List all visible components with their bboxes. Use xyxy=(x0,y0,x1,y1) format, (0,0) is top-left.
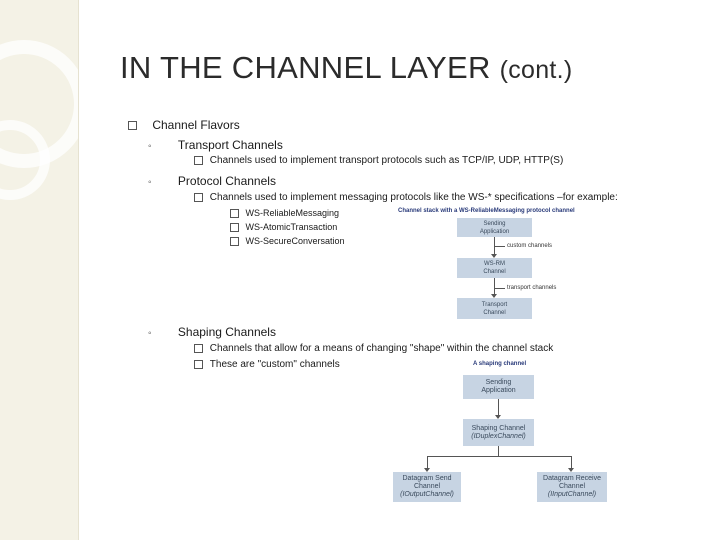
bullet-protocol-desc: Channels used to implement messaging pro… xyxy=(194,192,618,203)
figure2-arrow xyxy=(571,456,572,470)
bullet-label: These are "custom" channels xyxy=(209,359,340,370)
bullet-label: Shaping Channels xyxy=(177,325,276,339)
figure1-note-line xyxy=(495,246,505,247)
dot-bullet-icon: ◦ xyxy=(148,177,152,188)
box-label: (IOutputChannel) xyxy=(400,491,454,498)
bullet-label: WS-SecureConversation xyxy=(245,236,345,246)
figure2-box-shaping: Shaping Channel (IDuplexChannel) xyxy=(463,419,534,446)
list-item: WS-ReliableMessaging xyxy=(230,208,340,219)
bullet-shaping-channels: ◦ Shaping Channels xyxy=(148,325,276,339)
figure1-box-wsrm: WS-RM Channel xyxy=(457,258,532,278)
checkbox-bullet-icon xyxy=(194,155,203,165)
box-label: (IDuplexChannel) xyxy=(471,432,526,440)
arrow-head-icon xyxy=(568,468,574,472)
figure1-note1: custom channels xyxy=(507,243,553,249)
decorative-sidebar xyxy=(0,0,79,540)
box-label: Datagram Receive xyxy=(543,475,601,482)
box-label: Transport Channel xyxy=(481,301,508,316)
arrow-head-icon xyxy=(424,468,430,472)
checkbox-bullet-icon xyxy=(230,223,239,233)
dot-bullet-icon: ◦ xyxy=(148,141,152,152)
bullet-shaping-desc2: These are "custom" channels xyxy=(194,359,340,370)
figure1-note2: transport channels xyxy=(507,285,557,291)
figure2-arrow xyxy=(498,399,499,418)
bullet-transport-desc: Channels used to implement transport pro… xyxy=(194,155,563,166)
title-cont: (cont.) xyxy=(499,56,573,84)
title-main: IN THE CHANNEL LAYER xyxy=(120,50,491,85)
figure2-caption: A shaping channel xyxy=(473,361,527,367)
dot-bullet-icon: ◦ xyxy=(148,328,152,339)
bullet-label: Channels used to implement transport pro… xyxy=(209,155,564,166)
box-label: Channel xyxy=(413,483,441,490)
figure1-arrow xyxy=(494,278,495,297)
checkbox-bullet-icon xyxy=(194,343,203,353)
decorative-ring xyxy=(0,120,50,200)
bullet-label: Channels used to implement messaging pro… xyxy=(209,192,618,203)
figure2-arrow xyxy=(498,446,499,456)
box-label: WS-RM Channel xyxy=(483,261,506,275)
checkbox-bullet-icon xyxy=(194,359,203,369)
figure1-arrow xyxy=(494,237,495,257)
bullet-label: WS-ReliableMessaging xyxy=(245,208,340,218)
bullet-protocol-channels: ◦ Protocol Channels xyxy=(148,174,276,188)
bullet-label: Transport Channels xyxy=(177,138,283,152)
box-label: Datagram Send xyxy=(402,475,452,482)
arrow-head-icon xyxy=(491,294,497,298)
arrow-head-icon xyxy=(495,415,501,419)
figure1-note-line xyxy=(495,288,505,289)
box-label: Shaping Channel xyxy=(471,424,526,432)
figure2-branch-line xyxy=(427,456,572,457)
checkbox-bullet-icon xyxy=(128,121,137,131)
bullet-transport-channels: ◦ Transport Channels xyxy=(148,138,283,152)
box-label: Channel xyxy=(558,483,586,490)
bullet-label: Protocol Channels xyxy=(177,174,276,188)
figure1-box-sending-app: Sending Application xyxy=(457,218,532,237)
bullet-channel-flavors: Channel Flavors xyxy=(128,118,240,132)
figure2-box-datagram-receive: Datagram Receive Channel (IInputChannel) xyxy=(537,472,607,502)
bullet-label: Channels that allow for a means of chang… xyxy=(209,343,554,354)
box-label: Sending Application xyxy=(481,379,516,394)
bullet-label: Channel Flavors xyxy=(152,118,240,132)
arrow-head-icon xyxy=(491,254,497,258)
bullet-shaping-desc1: Channels that allow for a means of chang… xyxy=(194,343,553,354)
box-label: (IInputChannel) xyxy=(547,491,597,498)
figure2-box-sending-app: Sending Application xyxy=(463,375,534,399)
page-title: IN THE CHANNEL LAYER (cont.) xyxy=(120,50,573,86)
list-item: WS-SecureConversation xyxy=(230,236,345,247)
bullet-label: WS-AtomicTransaction xyxy=(245,222,338,232)
checkbox-bullet-icon xyxy=(230,209,239,219)
figure1-box-transport: Transport Channel xyxy=(457,298,532,319)
list-item: WS-AtomicTransaction xyxy=(230,222,338,233)
box-label: Sending Application xyxy=(479,220,510,235)
figure2-box-datagram-send: Datagram Send Channel (IOutputChannel) xyxy=(393,472,461,502)
checkbox-bullet-icon xyxy=(194,192,203,202)
figure1-caption: Channel stack with a WS-ReliableMessagin… xyxy=(398,208,575,214)
checkbox-bullet-icon xyxy=(230,237,239,247)
figure2-arrow xyxy=(427,456,428,470)
